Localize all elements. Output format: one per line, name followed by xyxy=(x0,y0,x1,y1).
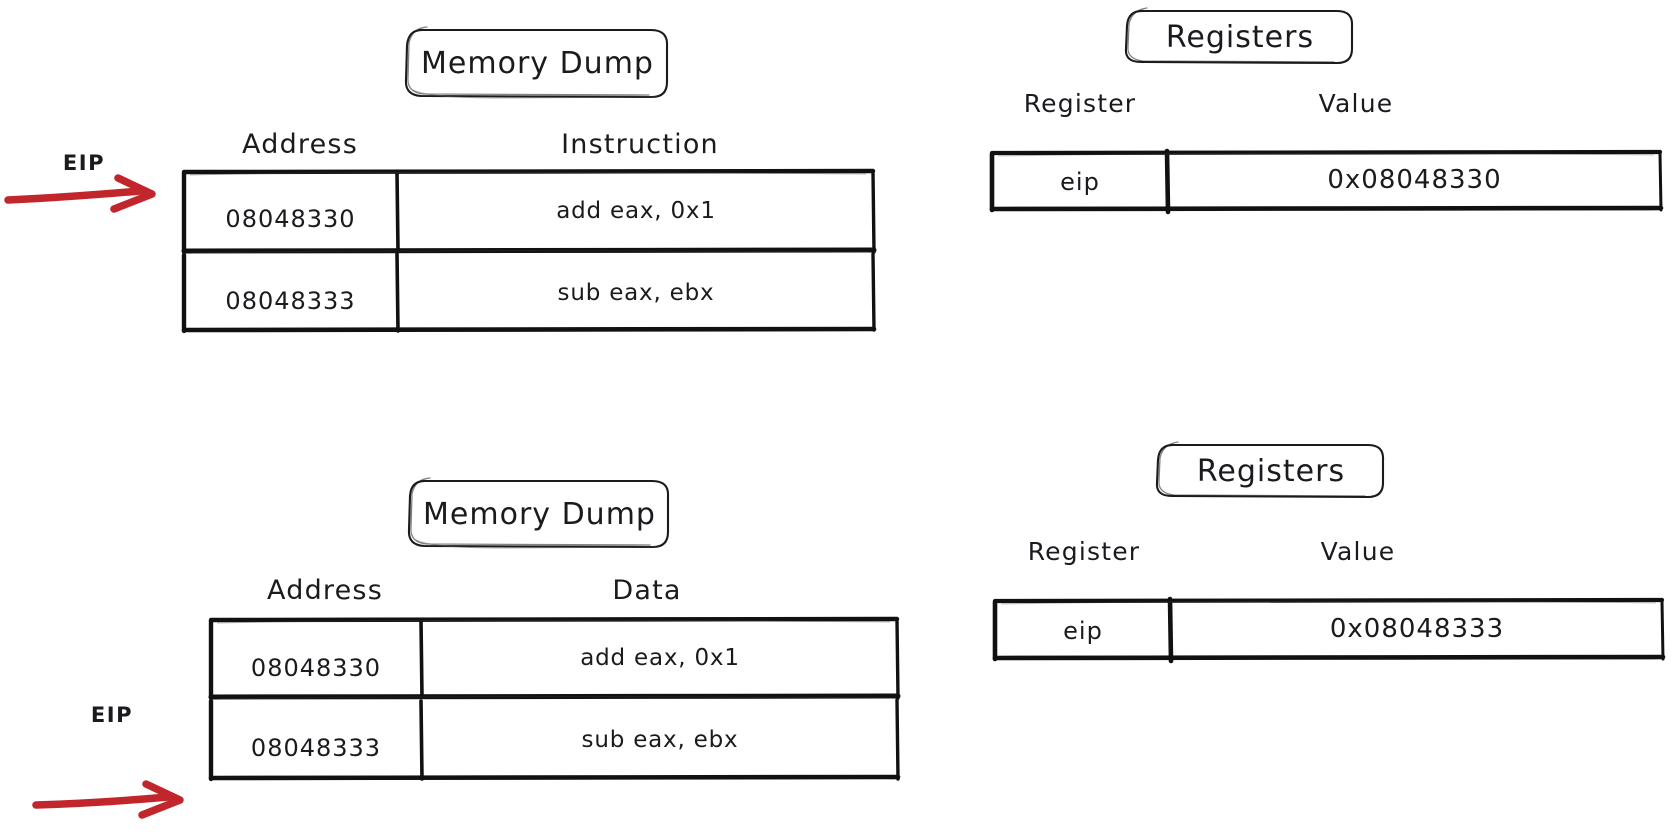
bottom-table-row-0-data: add eax, 0x1 xyxy=(580,645,740,671)
top-memory-dump-title: Memory Dump xyxy=(421,45,654,81)
top-registers-header-register: Register xyxy=(1023,88,1137,118)
top-table-row-1-address: 08048333 xyxy=(225,287,356,315)
top-registers-row-0-value: 0x08048330 xyxy=(1327,165,1502,195)
bottom-registers-title: Registers xyxy=(1196,453,1346,489)
bottom-column-header-data: Data xyxy=(612,574,682,606)
top-registers-row-0-register: eip xyxy=(1060,168,1100,196)
bottom-registers-row-0-value: 0x08048333 xyxy=(1329,614,1505,644)
bottom-registers-header-value: Value xyxy=(1320,536,1396,566)
top-table-row-0-instruction: add eax, 0x1 xyxy=(556,198,716,224)
bottom-column-header-address: Address xyxy=(267,574,383,606)
bottom-eip-label: EIP xyxy=(90,703,134,727)
bottom-memory-dump-title: Memory Dump xyxy=(423,496,656,532)
top-table-row-0-address: 08048330 xyxy=(225,205,356,233)
top-registers-title: Registers xyxy=(1165,19,1315,55)
bottom-registers-row-0-register: eip xyxy=(1063,617,1103,645)
top-eip-label: EIP xyxy=(62,151,106,175)
top-table-row-1-instruction: sub eax, ebx xyxy=(557,280,715,306)
bottom-table-row-0-address: 08048330 xyxy=(250,654,382,682)
bottom-table-row-1-address: 08048333 xyxy=(250,734,382,762)
top-column-header-instruction: Instruction xyxy=(561,128,719,160)
bottom-table-row-1-data: sub eax, ebx xyxy=(581,727,739,753)
bottom-registers-header-register: Register xyxy=(1027,536,1141,566)
top-registers-header-value: Value xyxy=(1318,88,1394,118)
top-column-header-address: Address xyxy=(242,128,358,160)
